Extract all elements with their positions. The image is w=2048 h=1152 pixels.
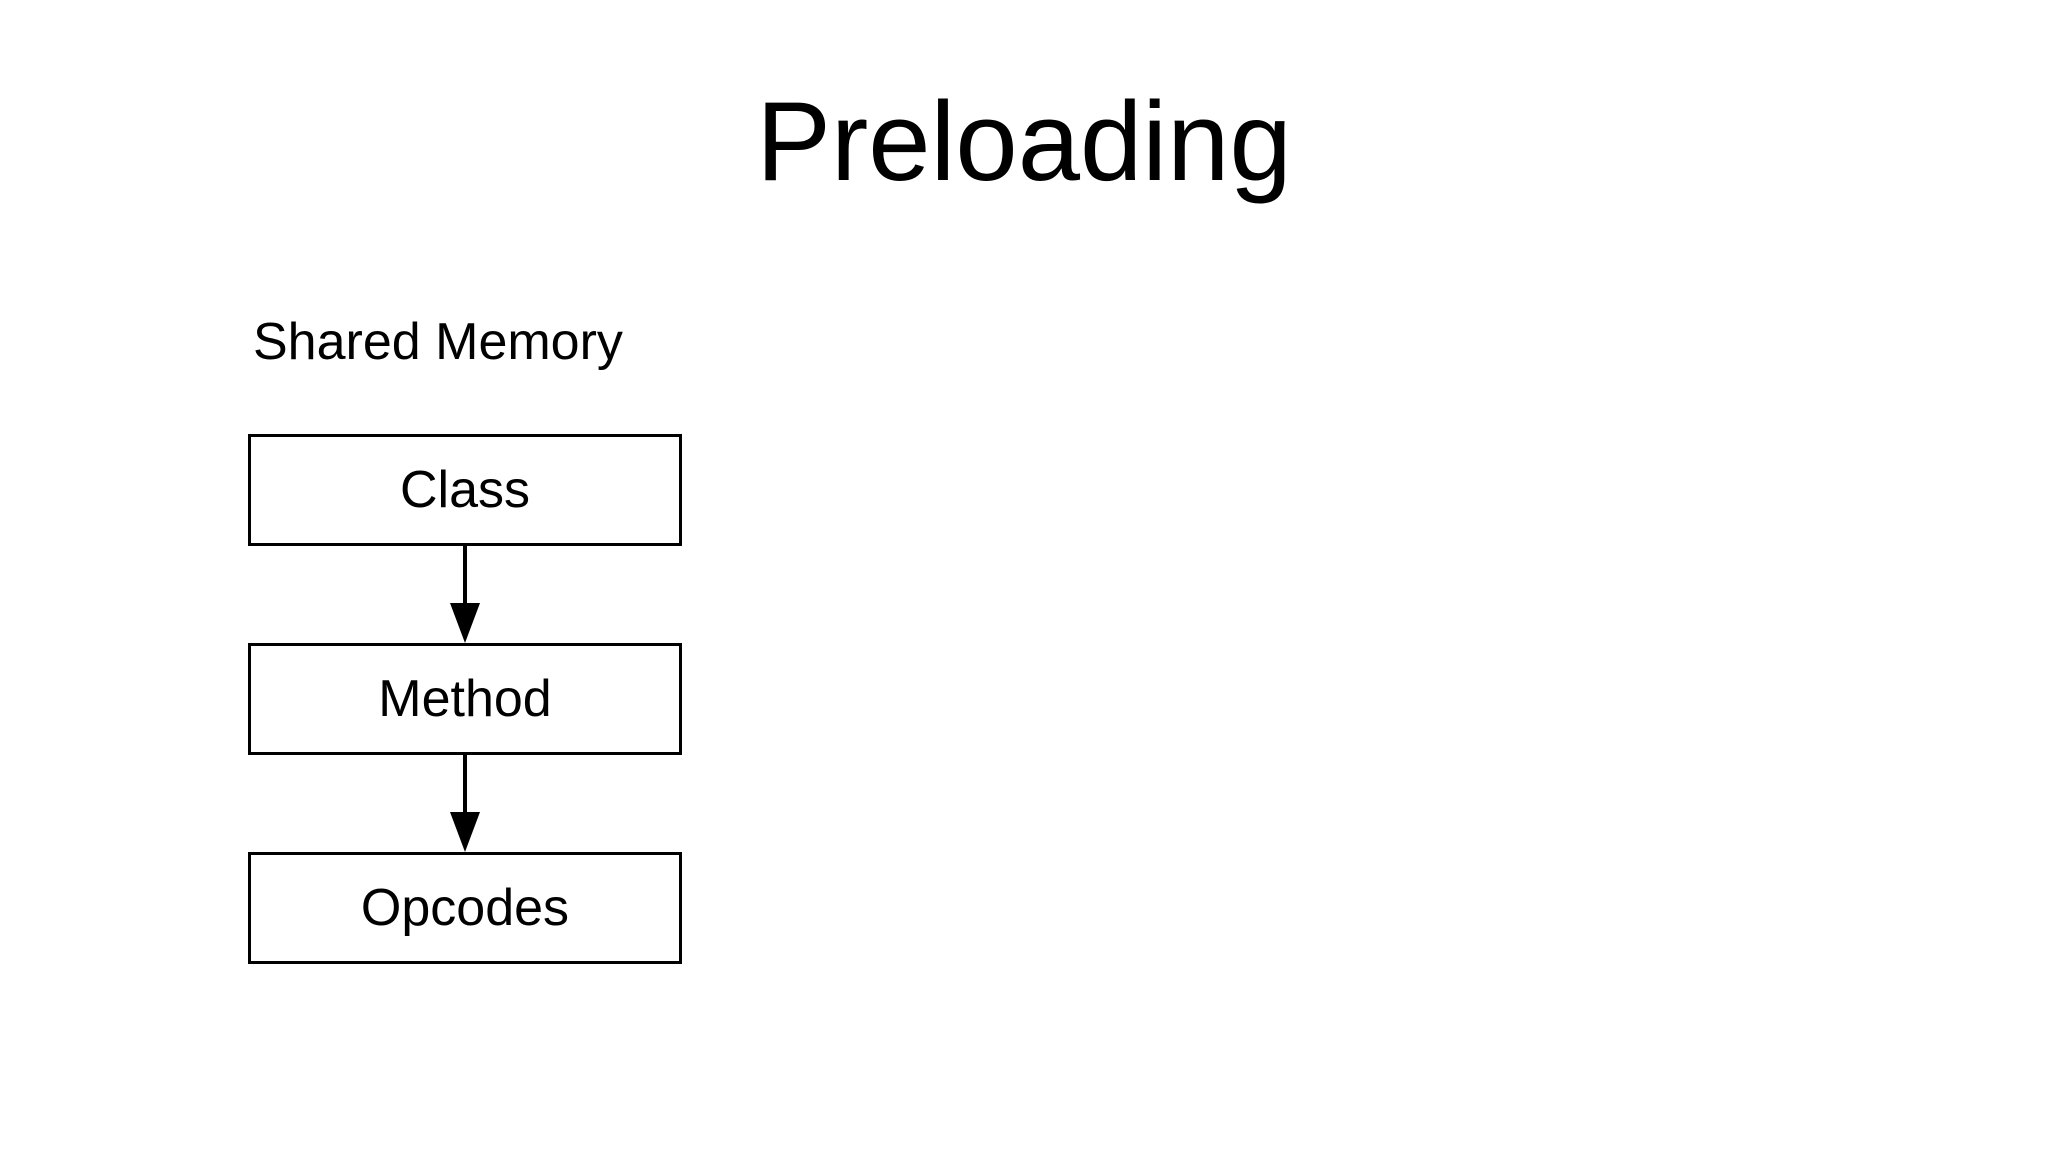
flow-diagram: Class Method Opcodes <box>248 434 682 964</box>
flow-box-method-label: Method <box>378 670 552 728</box>
arrow-method-to-opcodes <box>248 755 682 852</box>
flow-box-class: Class <box>248 434 682 546</box>
down-arrow-icon <box>450 755 480 852</box>
flow-box-opcodes-label: Opcodes <box>360 879 570 937</box>
down-arrow-icon <box>450 546 480 643</box>
arrow-class-to-method <box>248 546 682 643</box>
flow-box-method: Method <box>248 643 682 755</box>
shared-memory-label: Shared Memory <box>253 313 623 371</box>
page-title: Preloading <box>756 79 1292 204</box>
flow-box-opcodes: Opcodes <box>248 852 682 964</box>
flow-box-class-label: Class <box>399 461 531 519</box>
